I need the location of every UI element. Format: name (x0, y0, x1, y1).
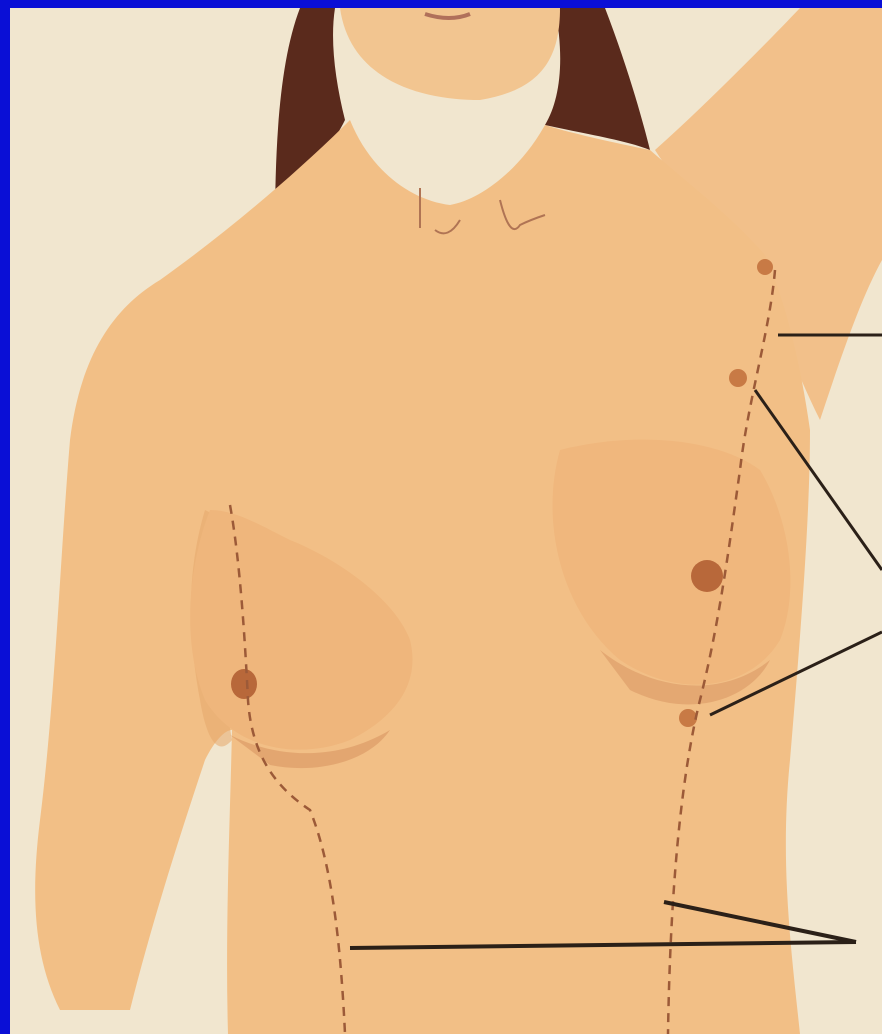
accessory-node-lower (679, 709, 697, 727)
nipple-right (691, 560, 723, 592)
accessory-node-axillary (757, 259, 773, 275)
accessory-node-upper (729, 369, 747, 387)
nipple-left (231, 669, 257, 699)
